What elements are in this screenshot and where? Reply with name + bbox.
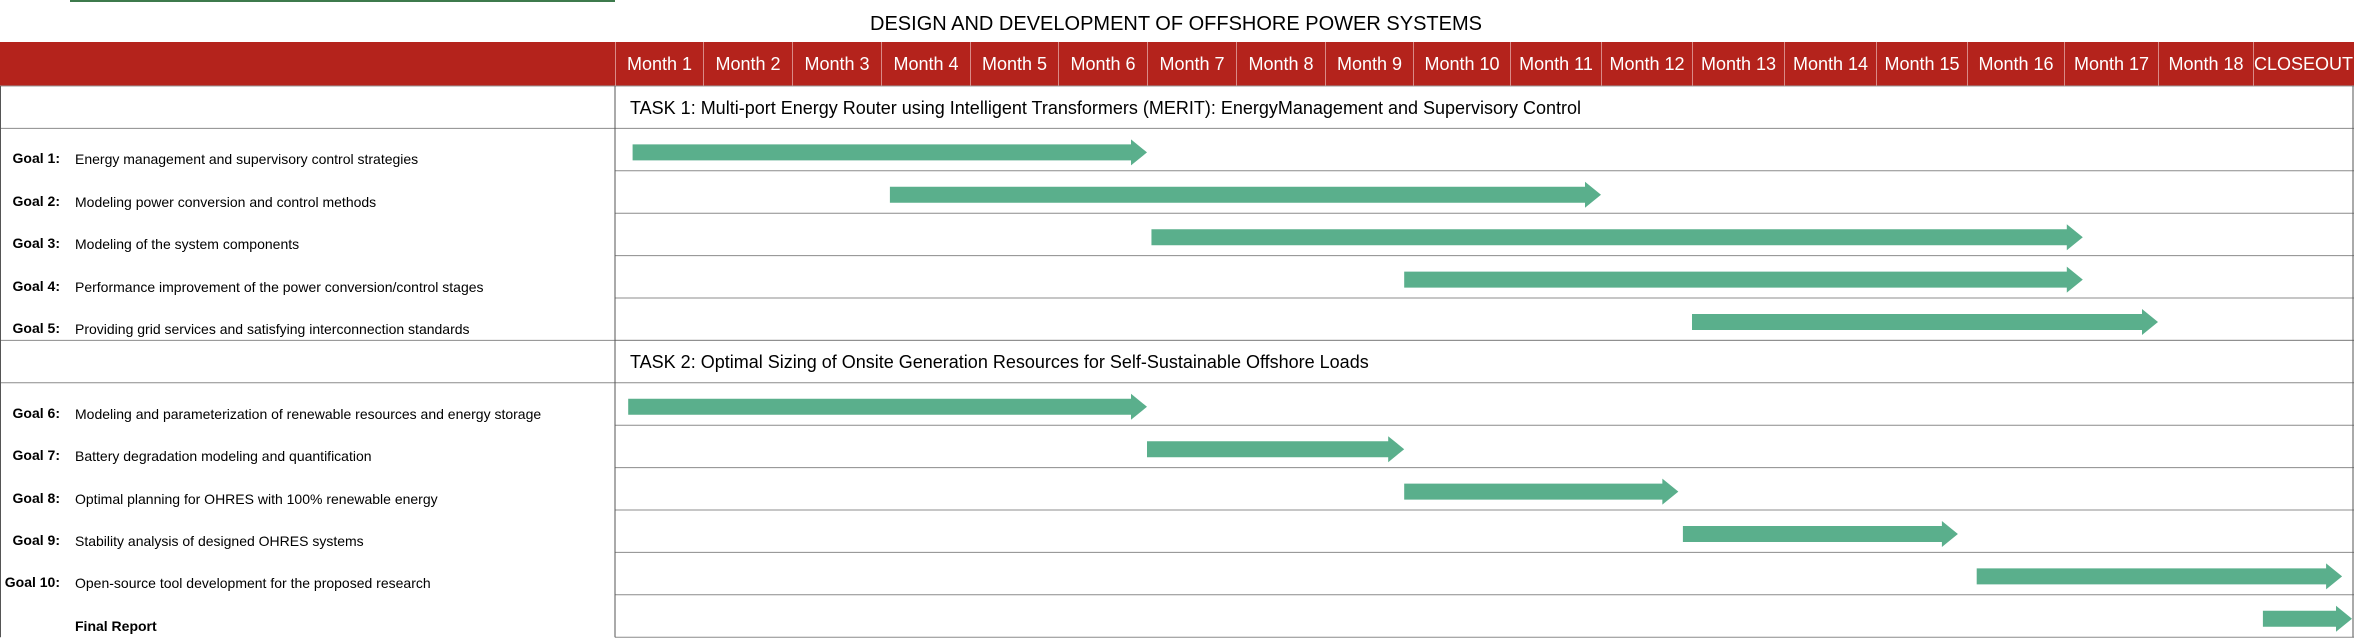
goal-description: Modeling of the system components [75,236,300,253]
month-header-16: Month 16 [1967,42,2064,86]
month-header-6: Month 6 [1058,42,1147,86]
goal-description: Battery degradation modeling and quantif… [75,448,372,465]
goal-label: Goal 2: [12,192,60,209]
goal-label: Goal 4: [12,277,60,294]
month-header-4: Month 4 [881,42,970,86]
goal-description: Optimal planning for OHRES with 100% ren… [75,490,438,507]
goal-label: Goal 6: [12,404,60,421]
month-header-5: Month 5 [970,42,1058,86]
goal-label: Goal 1: [12,150,60,167]
chart-title: DESIGN AND DEVELOPMENT OF OFFSHORE POWER… [870,13,1482,35]
gantt-bar [1147,436,1405,463]
month-header-19: CLOSEOUT [2253,42,2353,86]
gantt-bar [628,393,1147,420]
month-header-bar [0,42,2354,86]
task-title-2: TASK 2: Optimal Sizing of Onsite Generat… [630,352,1369,373]
goal-label: Goal 9: [12,532,60,548]
goal-description: Final Report [75,617,157,634]
goal-description: Modeling and parameterization of renewab… [75,405,542,422]
month-header-13: Month 13 [1692,42,1784,86]
month-header-9: Month 9 [1325,42,1413,86]
top-accent-line [70,0,615,2]
month-header-17: Month 17 [2064,42,2158,86]
month-header-8: Month 8 [1236,42,1325,86]
month-header-11: Month 11 [1510,42,1601,86]
gantt-bar [1692,309,2158,335]
goal-description: Modeling power conversion and control me… [75,193,377,210]
goal-label: Goal 10: [4,574,60,591]
gantt-bar [889,181,1601,208]
gantt-bar [1976,563,2343,590]
month-header-18: Month 18 [2158,42,2253,86]
gantt-bar [2262,605,2352,632]
month-header-3: Month 3 [792,42,881,86]
month-header-14: Month 14 [1784,42,1876,86]
month-header-15: Month 15 [1876,42,1967,86]
goal-label: Goal 3: [12,235,60,252]
gantt-bar [1151,224,2083,251]
month-header-10: Month 10 [1413,42,1510,86]
goal-description: Performance improvement of the power con… [75,278,484,295]
goal-description: Providing grid services and satisfying i… [75,321,470,337]
goal-description: Open-source tool development for the pro… [75,575,431,592]
month-header-2: Month 2 [703,42,792,86]
goal-description: Energy management and supervisory contro… [75,151,419,168]
month-header-1: Month 1 [615,42,703,86]
gantt-bar [1404,266,2083,293]
gantt-bar [1404,478,1679,505]
goal-label: Goal 8: [12,489,60,506]
goal-label: Goal 5: [12,320,60,336]
goal-description: Stability analysis of designed OHRES sys… [75,533,364,549]
goal-label: Goal 7: [12,447,60,464]
gantt-bar [1682,521,1958,547]
task-title-1: TASK 1: Multi-port Energy Router using I… [630,98,1582,118]
gantt-bar [632,139,1147,166]
month-header-7: Month 7 [1147,42,1236,86]
month-header-12: Month 12 [1601,42,1692,86]
